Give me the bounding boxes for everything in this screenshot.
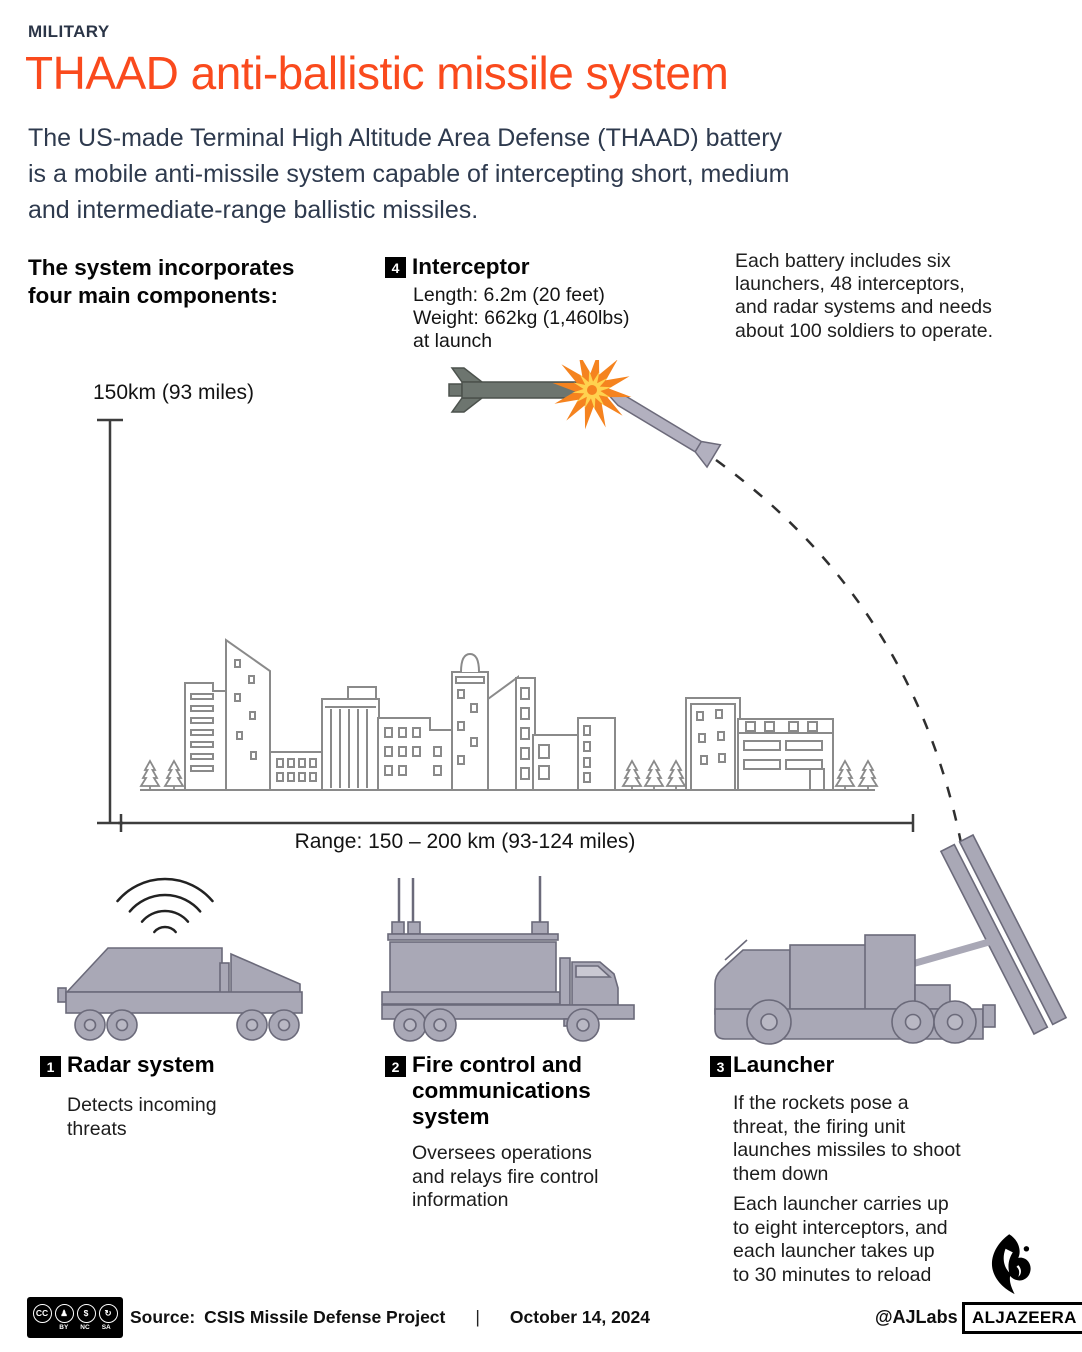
interceptor-number-badge: 4 [385,257,406,278]
explosion-icon [552,360,632,430]
cc-sa-arrow-icon: ↻ [98,1304,118,1323]
altitude-axis [97,418,123,825]
component-3-badge: 3 [710,1056,731,1077]
interceptor-missile-icon [601,388,722,469]
aljazeera-wordmark: ALJAZEERA [962,1302,1082,1334]
diagram-illustration [97,360,964,849]
section-kicker: MILITARY [28,22,110,41]
component-1-badge: 1 [40,1056,61,1077]
cc-nc-dollar-icon: $ [76,1304,96,1323]
tube-strut [904,936,997,970]
launcher-truck-icon [714,833,1068,1045]
radar-waves-icon [116,877,214,934]
intro-paragraph: The US-made Terminal High Altitude Area … [28,124,790,224]
page-title: THAAD anti-ballistic missile system [25,47,729,99]
range-axis [118,814,915,832]
cc-license-labels: BY NC SA [59,1324,111,1331]
source-line: Source: CSIS Missile Defense Project | O… [130,1307,650,1328]
range-label: Range: 150 – 200 km (93-124 miles) [294,830,636,853]
source-name: CSIS Missile Defense Project [204,1307,446,1327]
source-label: Source: [130,1307,196,1327]
interceptor-title: Interceptor [412,254,530,279]
cc-by-person-icon: ♟ [54,1304,74,1323]
city-skyline [140,638,878,791]
publish-date: October 14, 2024 [509,1307,650,1327]
interceptor-specs: Length: 6.2m (20 feet)Weight: 662kg (1,4… [413,284,630,353]
fire-control-truck-icon [381,876,635,1042]
separator: | [475,1307,480,1327]
component-3-title: Launcher [733,1052,835,1077]
creative-commons-badge: CC ♟ $ ↻ BY NC SA [27,1297,123,1338]
altitude-label: 150km (93 miles) [93,381,255,404]
cc-icon: CC [32,1304,52,1323]
component-2-badge: 2 [385,1056,406,1077]
incoming-missile-icon [448,367,594,413]
radar-truck-icon [57,877,303,1041]
credit-handle: @AJLabs [875,1307,958,1327]
aljazeera-flame-logo-icon [991,1234,1031,1295]
component-1-title: Radar system [67,1052,215,1077]
